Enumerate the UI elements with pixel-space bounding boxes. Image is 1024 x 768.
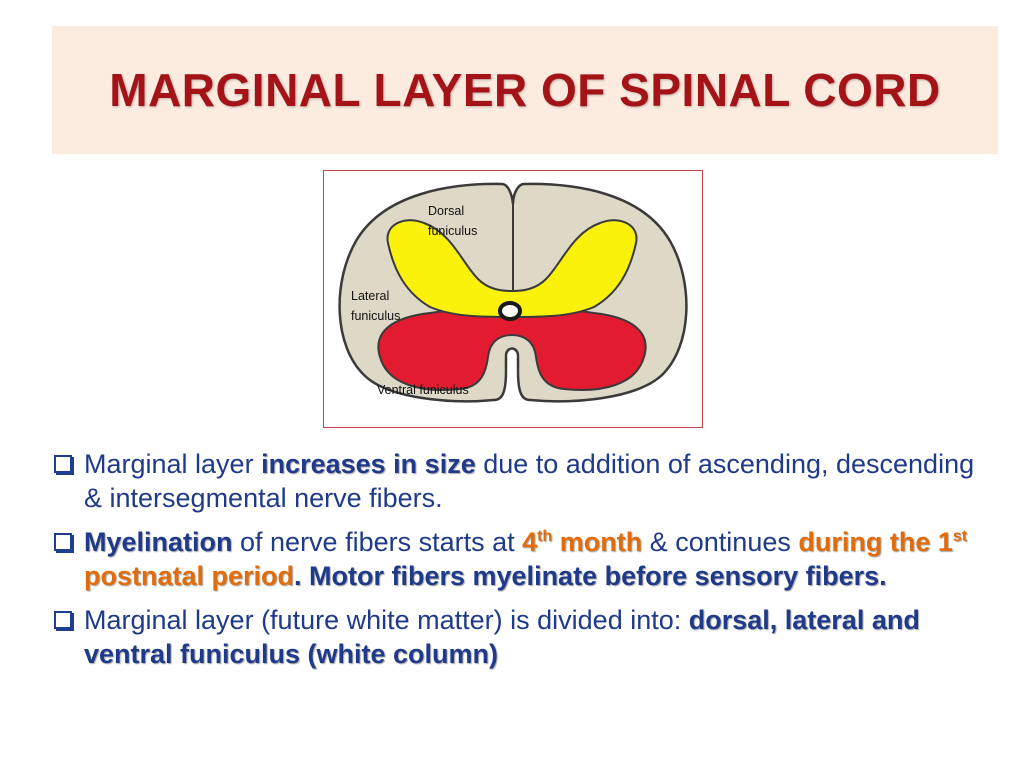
- bullet-list: Marginal layer increases in size due to …: [54, 447, 984, 681]
- label-lateral-funiculus: Lateral funiculus: [351, 286, 400, 326]
- central-canal: [498, 301, 522, 321]
- title-band: MARGINAL LAYER OF SPINAL CORD: [52, 26, 998, 154]
- label-lateral-line2: funiculus: [351, 309, 401, 323]
- label-lateral-line1: Lateral: [351, 289, 390, 303]
- checkbox-bullet-icon: [54, 533, 72, 551]
- spinal-cord-figure: Dorsal funiculus Lateral funiculus Ventr…: [323, 170, 703, 428]
- bullet-item: Myelination of nerve fibers starts at 4t…: [54, 525, 984, 593]
- highlight-postnatal-period: during the 1st postnatal period: [84, 527, 968, 591]
- spinal-cord-diagram: [338, 182, 688, 403]
- highlight-myelination: Myelination: [84, 527, 233, 557]
- checkbox-bullet-icon: [54, 455, 72, 473]
- dorsal-horn: [386, 219, 638, 318]
- bullet-text: Myelination of nerve fibers starts at 4t…: [84, 527, 968, 591]
- label-dorsal-line2: funiculus: [428, 224, 478, 238]
- highlight-increases-in-size: increases in size: [261, 449, 476, 479]
- highlight-4th-month: 4th month: [522, 527, 643, 557]
- label-dorsal-funiculus: Dorsal funiculus: [428, 201, 477, 241]
- label-ventral-funiculus: Ventral funiculus: [377, 383, 469, 397]
- slide-title: MARGINAL LAYER OF SPINAL CORD: [109, 64, 941, 116]
- checkbox-bullet-icon: [54, 611, 72, 629]
- highlight-funiculus-list: dorsal, lateral and ventral funiculus (w…: [84, 605, 920, 669]
- bullet-text: Marginal layer (future white matter) is …: [84, 605, 920, 669]
- label-dorsal-line1: Dorsal: [428, 204, 465, 218]
- highlight-motor-fibers: . Motor fibers myelinate before sensory …: [294, 561, 887, 591]
- bullet-text: Marginal layer increases in size due to …: [84, 449, 975, 513]
- bullet-item: Marginal layer (future white matter) is …: [54, 603, 984, 671]
- bullet-item: Marginal layer increases in size due to …: [54, 447, 984, 515]
